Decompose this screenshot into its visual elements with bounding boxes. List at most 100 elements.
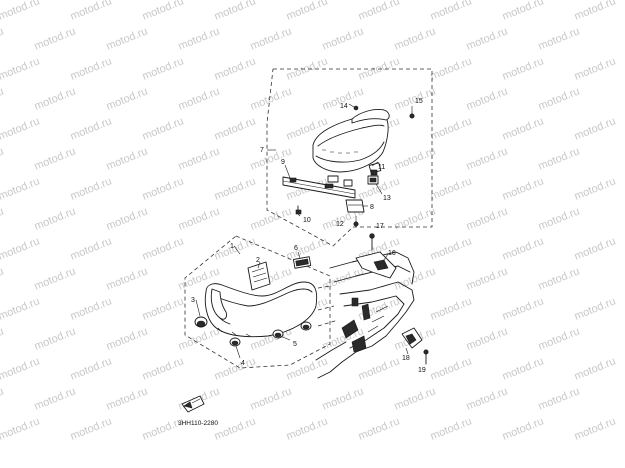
bolt-12 xyxy=(353,221,359,227)
watermark-text: motod.ru xyxy=(0,145,5,172)
watermark-text: motod.ru xyxy=(537,85,582,112)
watermark-text: motod.ru xyxy=(105,25,150,52)
watermark-text: motod.ru xyxy=(0,295,41,322)
watermark-text: motod.ru xyxy=(285,0,330,23)
watermark-text: motod.ru xyxy=(249,205,294,232)
clip-6 xyxy=(292,256,312,269)
rear-seat-bracket xyxy=(282,175,356,199)
damper-4 xyxy=(229,337,241,347)
watermark-text: motod.ru xyxy=(393,385,438,412)
watermark-text: motod.ru xyxy=(69,295,114,322)
watermark-text: motod.ru xyxy=(501,295,546,322)
frame-section xyxy=(315,251,415,379)
watermark-text: motod.ru xyxy=(105,265,150,292)
watermark-text: motod.ru xyxy=(213,115,258,142)
rear-seat xyxy=(312,109,390,176)
watermark-text: motod.ru xyxy=(501,55,546,82)
watermark-text: motod.ru xyxy=(105,385,150,412)
watermark-text: motod.ru xyxy=(33,385,78,412)
watermark-text: motod.ru xyxy=(141,235,186,262)
callout-17: 17 xyxy=(376,223,384,230)
callout-14: 14 xyxy=(340,103,348,110)
callout-16: 16 xyxy=(388,250,396,257)
watermark-text: motod.ru xyxy=(213,175,258,202)
callout-5: 5 xyxy=(293,341,297,348)
watermark-text: motod.ru xyxy=(105,145,150,172)
watermark-text: motod.ru xyxy=(429,355,474,382)
watermark-text: motod.ru xyxy=(141,115,186,142)
callout-10: 10 xyxy=(303,217,311,224)
watermark-text: motod.ru xyxy=(321,385,366,412)
watermark-text: motod.ru xyxy=(501,355,546,382)
callout-6: 6 xyxy=(294,245,298,252)
callout-4: 4 xyxy=(241,360,245,367)
watermark-text: motod.ru xyxy=(537,385,582,412)
watermark-text: motod.ru xyxy=(0,235,41,262)
watermark-text: motod.ru xyxy=(141,295,186,322)
watermark-text: motod.ru xyxy=(33,265,78,292)
watermark-text: motod.ru xyxy=(573,235,618,262)
watermark-text: motod.ru xyxy=(429,55,474,82)
watermark-text: motod.ru xyxy=(537,205,582,232)
watermark-text: motod.ru xyxy=(177,85,222,112)
watermark-text: motod.ru xyxy=(465,25,510,52)
watermark-text: motod.ru xyxy=(285,355,330,382)
watermark-text: motod.ru xyxy=(465,325,510,352)
watermark-text: motod.ru xyxy=(429,175,474,202)
watermark-text: motod.ru xyxy=(573,355,618,382)
watermark-text: motod.ru xyxy=(357,415,402,442)
watermark-text: motod.ru xyxy=(0,415,41,442)
watermark-text: motod.ru xyxy=(573,175,618,202)
watermark-text: motod.ru xyxy=(213,55,258,82)
watermark-text: motod.ru xyxy=(33,325,78,352)
watermark-text: motod.ru xyxy=(213,355,258,382)
watermark-text: motod.ru xyxy=(573,55,618,82)
watermark-text: motod.ru xyxy=(141,175,186,202)
watermark-text: motod.ru xyxy=(573,115,618,142)
watermark-text: motod.ru xyxy=(69,55,114,82)
watermark-text: motod.ru xyxy=(537,325,582,352)
watermark-text: motod.ru xyxy=(177,325,222,352)
watermark-text: motod.ru xyxy=(213,415,258,442)
watermark-text: motod.ru xyxy=(321,25,366,52)
rear-seat-assembly-outline xyxy=(266,68,433,247)
watermark-text: motod.ru xyxy=(465,205,510,232)
damper-3 xyxy=(194,316,208,328)
callout-9: 9 xyxy=(281,159,285,166)
upper-leader-lines xyxy=(267,149,383,217)
front-arrow-icon xyxy=(181,395,205,413)
watermark-text: motod.ru xyxy=(393,265,438,292)
callout-2: 2 xyxy=(256,257,260,264)
watermark-text: motod.ru xyxy=(429,235,474,262)
watermark-text: motod.ru xyxy=(33,205,78,232)
watermark-text: motod.ru xyxy=(465,145,510,172)
watermark-text: motod.ru xyxy=(501,175,546,202)
watermark-text: motod.ru xyxy=(33,25,78,52)
watermark-text: motod.ru xyxy=(0,0,41,23)
watermark-text: motod.ru xyxy=(69,355,114,382)
watermark-text: motod.ru xyxy=(357,355,402,382)
stay-8 xyxy=(345,199,365,213)
watermark-text: motod.ru xyxy=(465,385,510,412)
callout-3: 3 xyxy=(191,297,195,304)
watermark-text: motod.ru xyxy=(465,85,510,112)
watermark-text: motod.ru xyxy=(573,0,618,23)
screw-14 xyxy=(353,105,359,111)
watermark-text: motod.ru xyxy=(393,145,438,172)
watermark-text: motod.ru xyxy=(0,205,5,232)
watermark-text: motod.ru xyxy=(0,385,5,412)
lower-leader-lines xyxy=(195,245,301,359)
watermark-text: motod.ru xyxy=(501,0,546,23)
watermark-text: motod.ru xyxy=(0,85,5,112)
watermark-text: motod.ru xyxy=(141,355,186,382)
watermark-text: motod.ru xyxy=(249,25,294,52)
watermark-text: motod.ru xyxy=(501,115,546,142)
watermark-text: motod.ru xyxy=(501,415,546,442)
watermark-text: motod.ru xyxy=(0,325,5,352)
main-seat-assembly-outline xyxy=(184,235,331,369)
watermark-text: motod.ru xyxy=(141,0,186,23)
bolt-17 xyxy=(369,233,375,251)
callout-19: 19 xyxy=(418,367,426,374)
watermark-text: motod.ru xyxy=(0,175,41,202)
watermark-text: motod.ru xyxy=(213,0,258,23)
